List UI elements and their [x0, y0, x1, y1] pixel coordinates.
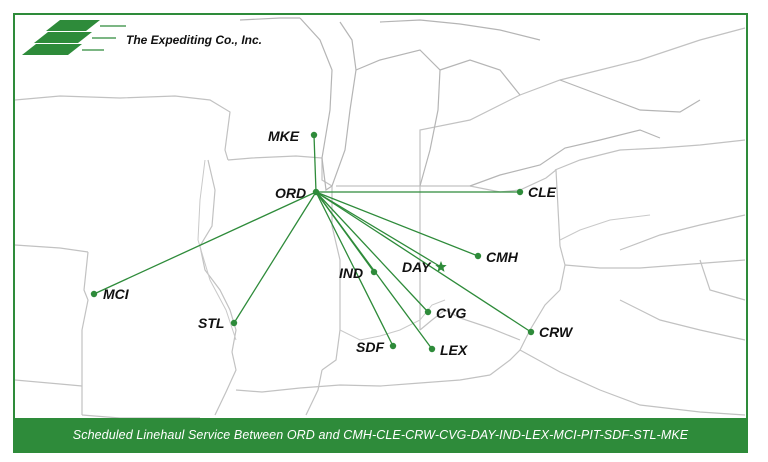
city-label-day: DAY [402, 259, 432, 275]
route-ord-mci [93, 191, 317, 295]
city-dot-mke [310, 131, 318, 139]
city-labels: ORD MKE CLE CMH DAY IND MCI STL CVG CRW SDF LEX [103, 128, 574, 358]
city-dot-crw [527, 328, 535, 336]
route-ord-mke [313, 134, 317, 193]
company-logo [22, 20, 126, 55]
city-label-ind: IND [339, 265, 363, 281]
route-ord-day [315, 191, 442, 268]
city-label-lex: LEX [440, 342, 469, 358]
routes [93, 134, 532, 350]
route-ord-stl [233, 191, 317, 324]
city-dot-cvg [424, 308, 432, 316]
state-borders [14, 27, 746, 419]
city-label-ord: ORD [275, 185, 306, 201]
city-label-cvg: CVG [436, 305, 466, 321]
city-dot-cmh [474, 252, 482, 260]
company-name: The Expediting Co., Inc. [126, 33, 263, 47]
city-label-stl: STL [198, 315, 224, 331]
map-frame [13, 13, 748, 453]
route-ord-cvg [315, 191, 429, 313]
rivers [197, 159, 651, 341]
city-label-mci: MCI [103, 286, 130, 302]
city-label-cmh: CMH [486, 249, 519, 265]
city-dot-cle [516, 188, 524, 196]
great-lakes [239, 17, 701, 192]
route-ord-sdf [315, 191, 394, 347]
city-dot-ord [312, 188, 320, 196]
city-dot-mci [90, 290, 98, 298]
city-label-cle: CLE [528, 184, 557, 200]
service-caption: Scheduled Linehaul Service Between ORD a… [15, 418, 746, 451]
city-markers [90, 131, 535, 353]
route-ord-cmh [315, 191, 479, 257]
city-label-crw: CRW [539, 324, 574, 340]
city-dot-sdf [389, 342, 397, 350]
city-dot-stl [230, 319, 238, 327]
star-icon [435, 261, 447, 272]
city-dot-lex [428, 345, 436, 353]
city-dot-ind [370, 268, 378, 276]
route-ord-crw [315, 191, 532, 333]
city-label-sdf: SDF [356, 339, 384, 355]
city-label-mke: MKE [268, 128, 300, 144]
